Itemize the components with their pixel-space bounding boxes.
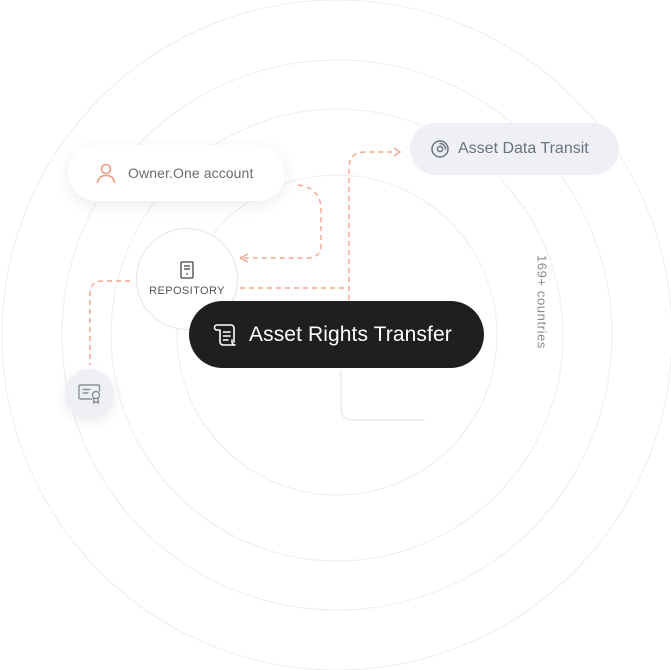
ring-inner <box>176 174 498 496</box>
certificate-icon <box>77 383 102 404</box>
certificate-node[interactable] <box>65 369 114 418</box>
disc-icon <box>430 139 450 159</box>
owner-account-label: Owner.One account <box>128 165 254 181</box>
connector-trunk-to-transit <box>348 151 392 300</box>
ring-medium <box>110 108 564 562</box>
owner-account-pill[interactable]: Owner.One account <box>68 145 285 201</box>
server-icon <box>180 261 194 279</box>
arrow-into-repo <box>239 253 249 263</box>
arrow-into-transit <box>393 147 402 157</box>
scroll-icon <box>213 322 239 348</box>
connector-dashed-group <box>89 147 402 365</box>
user-icon <box>94 161 118 185</box>
asset-rights-transfer-label: Asset Rights Transfer <box>249 322 452 346</box>
repository-label: REPOSITORY <box>149 285 225 297</box>
asset-data-transit-label: Asset Data Transit <box>458 140 589 157</box>
asset-data-transit-pill[interactable]: Asset Data Transit <box>410 123 619 175</box>
repository-node[interactable]: REPOSITORY <box>136 228 238 330</box>
ring-large <box>61 59 613 611</box>
connector-solid <box>340 370 425 421</box>
connector-repo-to-certificate <box>89 280 130 365</box>
connector-owner-to-repo <box>242 184 322 259</box>
asset-rights-transfer-pill[interactable]: Asset Rights Transfer <box>189 301 484 368</box>
countries-annotation: 169+ countries <box>534 254 550 350</box>
